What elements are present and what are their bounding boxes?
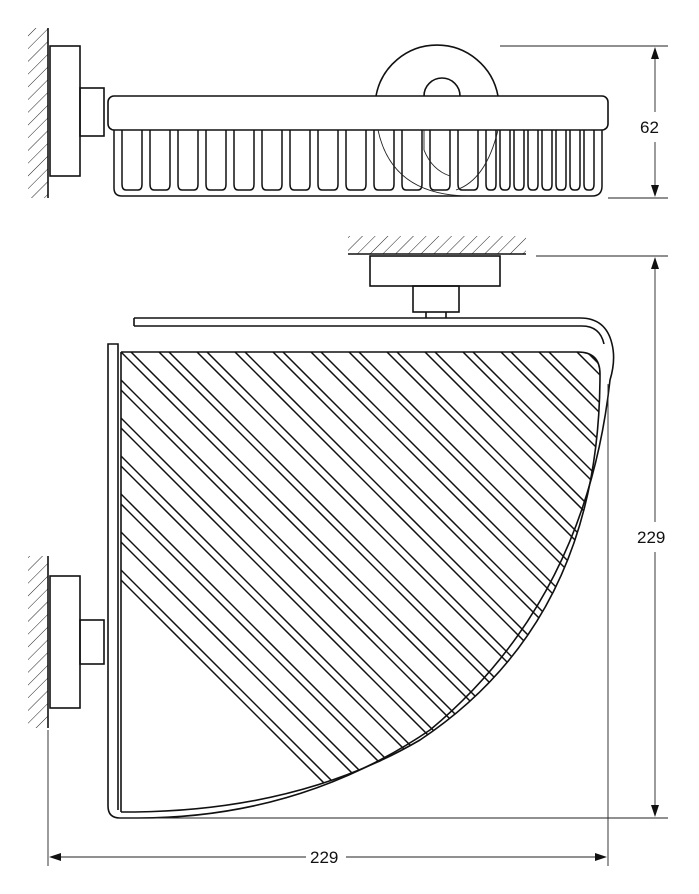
side-wire-loop — [527, 130, 539, 191]
diagonal-wire — [244, 352, 600, 812]
diagonal-wire — [272, 352, 600, 812]
diagonal-wire — [121, 352, 500, 812]
diagonal-wire — [472, 352, 600, 812]
basket-wires-side — [121, 130, 595, 191]
diagonal-wire — [691, 352, 699, 872]
wall-flange-top — [369, 255, 501, 287]
side-wire-loop — [401, 130, 423, 191]
diagonal-wire — [424, 352, 600, 812]
side-wire-loop — [149, 130, 171, 191]
side-wire-loop — [513, 130, 525, 191]
diagonal-wire — [121, 352, 538, 812]
front-view: 229 229 — [28, 236, 699, 872]
side-wire-loop — [485, 130, 497, 191]
wall-flange-side — [49, 45, 81, 177]
side-wire-loop — [569, 130, 581, 191]
side-wire-loop — [233, 130, 255, 191]
basket-wires-diagonal — [121, 352, 699, 872]
rear-round-plate — [375, 44, 499, 97]
basket-inner-rim — [121, 351, 601, 813]
wall-hatch-side — [28, 28, 49, 198]
wall-flange-left — [49, 575, 81, 709]
side-wire-loop — [261, 130, 283, 191]
diagonal-wire — [576, 352, 600, 812]
diagonal-wire — [548, 352, 600, 812]
side-wire-loop — [345, 130, 367, 191]
wall-hatch-top — [348, 236, 526, 255]
diagonal-wire — [538, 352, 600, 812]
dimension-label-229-vertical: 229 — [637, 528, 665, 547]
diagonal-wire — [121, 352, 600, 812]
wall-hatch-left — [28, 556, 49, 728]
diagonal-wire — [130, 352, 600, 812]
diagonal-wire — [386, 352, 600, 812]
diagonal-wire — [121, 352, 424, 812]
diagonal-wire — [282, 352, 600, 812]
mount-post-top — [412, 285, 460, 313]
diagonal-wire — [510, 352, 600, 812]
diagonal-wire — [121, 352, 600, 812]
diagonal-wire — [358, 352, 600, 812]
diagonal-wire — [320, 352, 600, 812]
diagonal-wire — [586, 352, 600, 812]
diagonal-wire — [121, 352, 576, 812]
dimension-depth: 229 — [118, 255, 668, 819]
mount-post-side — [79, 87, 105, 137]
side-wire-loop — [429, 130, 451, 191]
side-wire-loop — [499, 130, 511, 191]
diagonal-wire — [121, 352, 528, 812]
diagonal-wire — [234, 352, 600, 812]
diagonal-wire — [348, 352, 600, 812]
diagonal-wire — [500, 352, 600, 812]
dimension-label-229-horizontal: 229 — [310, 848, 338, 867]
side-wire-loop — [205, 130, 227, 191]
side-wire-loop — [555, 130, 567, 191]
diagonal-wire — [625, 352, 699, 872]
side-wire-loop — [373, 130, 395, 191]
dimension-width: 229 — [47, 384, 609, 867]
side-wire-loop — [541, 130, 553, 191]
side-wire-loop — [177, 130, 199, 191]
diagonal-wire — [663, 352, 699, 872]
diagonal-wire — [196, 352, 600, 812]
diagonal-wire — [206, 352, 600, 812]
dimension-label-62: 62 — [640, 118, 659, 137]
side-wire-loop — [583, 130, 595, 191]
side-wire-loop — [457, 130, 479, 191]
side-wire-loop — [289, 130, 311, 191]
diagonal-wire — [168, 352, 600, 812]
diagonal-wire — [462, 352, 600, 812]
side-wire-loop — [317, 130, 339, 191]
dimension-height: 62 — [500, 45, 668, 199]
diagonal-wire — [396, 352, 600, 812]
basket-rim-side — [107, 95, 609, 131]
side-wire-loop — [121, 130, 143, 191]
side-view: 62 — [28, 28, 668, 199]
diagonal-wire — [121, 352, 566, 812]
diagonal-wire — [653, 352, 699, 872]
diagonal-wire — [121, 352, 600, 812]
diagonal-wire — [434, 352, 600, 812]
mount-post-left — [79, 619, 105, 665]
diagonal-wire — [615, 352, 699, 872]
diagonal-wire — [158, 352, 600, 812]
diagonal-wire — [121, 352, 490, 812]
diagonal-wire — [121, 352, 452, 812]
